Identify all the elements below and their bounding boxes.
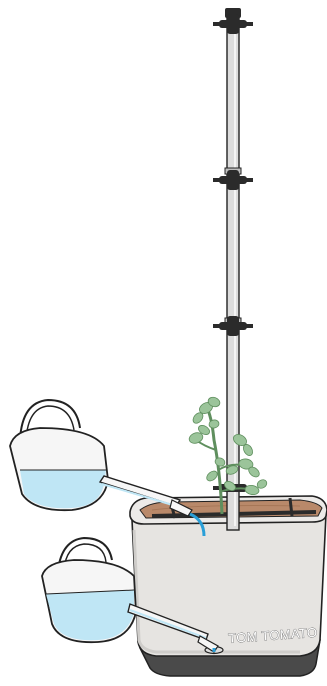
planter-watering-illustration: TOM TOMATO: [0, 0, 327, 686]
